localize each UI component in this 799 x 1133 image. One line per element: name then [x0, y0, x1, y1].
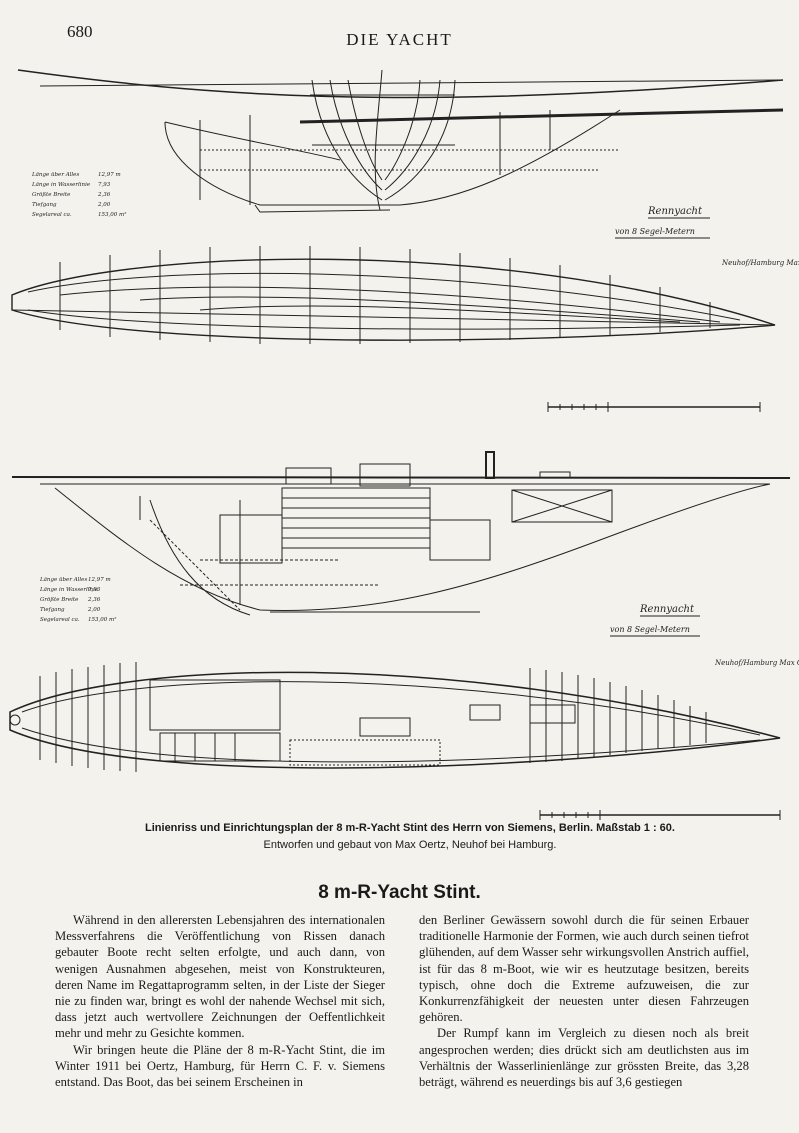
- svg-text:153,00 m²: 153,00 m²: [88, 616, 116, 623]
- rennyacht-label-1: Rennyacht: [647, 206, 703, 217]
- svg-text:Länge in Wasserlinie: Länge in Wasserlinie: [39, 587, 99, 593]
- svg-text:12,97 m: 12,97 m: [88, 577, 111, 583]
- yacht-plans-drawing: Länge über Alles Länge in Wasserlinie Gr…: [9, 69, 799, 820]
- svg-text:Größte Breite: Größte Breite: [40, 597, 79, 603]
- paragraph: den Berliner Gewässern sowohl durch die …: [419, 913, 749, 1025]
- dimension-table-2: Länge über Alles Länge in Wasserlinie Gr…: [39, 577, 116, 623]
- svg-text:2,36: 2,36: [97, 192, 111, 198]
- figure-caption: Linienriss und Einrichtungsplan der 8 m-…: [60, 820, 760, 854]
- profile-lines-drawing: [17, 69, 784, 213]
- scale-bar-2: [539, 810, 781, 820]
- class-label-1: von 8 Segel-Metern: [615, 227, 695, 236]
- svg-text:2,00: 2,00: [87, 607, 101, 613]
- svg-text:Länge in Wasserlinie: Länge in Wasserlinie: [31, 182, 91, 188]
- construction-profile-drawing: [11, 451, 791, 616]
- svg-text:Größte Breite: Größte Breite: [32, 192, 71, 198]
- signature-1: Neuhof/Hamburg Max Oertz: [721, 259, 799, 267]
- text-column-right: den Berliner Gewässern sowohl durch die …: [419, 912, 749, 1090]
- svg-text:Segelareal ca.: Segelareal ca.: [40, 617, 80, 623]
- caption-sub: Entworfen und gebaut von Max Oertz, Neuh…: [263, 839, 557, 851]
- text-column-left: Während in den allerersten Lebensjahren …: [55, 912, 385, 1090]
- scale-bar-1: [547, 402, 761, 412]
- caption-main: Linienriss und Einrichtungsplan der 8 m-…: [145, 822, 675, 834]
- deck-plan-drawing: [9, 662, 781, 772]
- half-breadth-drawing: [11, 246, 776, 344]
- svg-text:Länge über Alles: Länge über Alles: [39, 577, 87, 583]
- svg-text:7,93: 7,93: [88, 587, 101, 593]
- page-number: 680: [67, 22, 93, 41]
- article-title: 8 m-R-Yacht Stint.: [318, 882, 481, 903]
- svg-text:Tiefgang: Tiefgang: [32, 202, 57, 208]
- signature-2: Neuhof/Hamburg Max Oertz: [714, 659, 799, 667]
- svg-text:12,97 m: 12,97 m: [98, 172, 121, 178]
- svg-text:Tiefgang: Tiefgang: [40, 607, 65, 613]
- svg-text:2,36: 2,36: [87, 597, 101, 603]
- svg-text:7,93: 7,93: [98, 182, 111, 188]
- rennyacht-label-2: Rennyacht: [639, 604, 695, 615]
- paragraph: Wir bringen heute die Pläne der 8 m-R-Ya…: [55, 1042, 385, 1090]
- paragraph: Der Rumpf kann im Vergleich zu diesen no…: [419, 1026, 749, 1090]
- paragraph: Während in den allerersten Lebensjahren …: [55, 913, 385, 1041]
- svg-text:153,00 m²: 153,00 m²: [98, 211, 126, 218]
- class-label-2: von 8 Segel-Metern: [610, 625, 690, 634]
- dimension-table-1: Länge über Alles Länge in Wasserlinie Gr…: [31, 172, 126, 218]
- svg-text:2,00: 2,00: [97, 202, 111, 208]
- svg-text:Segelareal ca.: Segelareal ca.: [32, 212, 72, 218]
- svg-text:Länge über Alles: Länge über Alles: [31, 172, 79, 178]
- running-title: DIE YACHT: [346, 30, 453, 49]
